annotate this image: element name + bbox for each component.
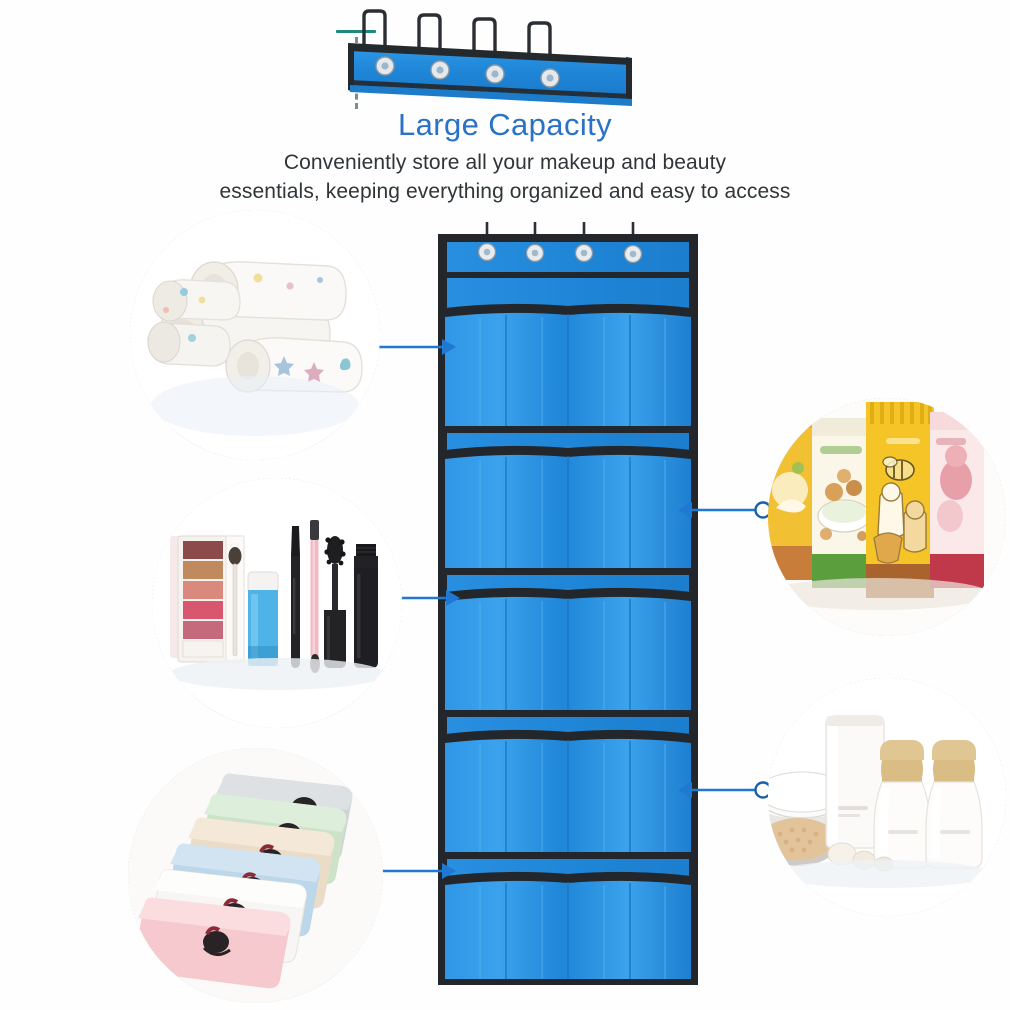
folded-towels-image xyxy=(128,748,383,1003)
pocket-row xyxy=(445,871,691,979)
page-title: Large Capacity xyxy=(397,107,613,142)
callout-3-label: Folded pastel towels with embroidery xyxy=(0,0,1,1)
makeup-set-image xyxy=(152,478,402,728)
pocket-row xyxy=(444,445,692,575)
callout-5-label: Skincare and lotion bottles xyxy=(0,0,1,1)
callout-snack-packets xyxy=(768,398,1006,636)
organizer-trim xyxy=(438,234,698,985)
callout-connector-line xyxy=(676,497,772,523)
callout-4-label: Snack and food packets xyxy=(0,0,1,1)
page-subtitle: Conveniently store all your makeup and b… xyxy=(0,148,1010,206)
toner-bottle xyxy=(925,740,983,869)
callout-folded-pastel-towels xyxy=(128,748,383,1003)
callout-makeup-cosmetics xyxy=(152,478,402,728)
hero-grommet-group xyxy=(375,56,560,88)
brow-pencil xyxy=(310,520,320,673)
mascara-wand xyxy=(324,536,346,668)
organizer-grommet-group xyxy=(477,242,643,264)
pocket-row xyxy=(444,303,692,433)
subtitle-line-1: Conveniently store all your makeup and b… xyxy=(283,151,727,174)
mascara-tube xyxy=(354,544,378,668)
header-seam xyxy=(444,272,692,278)
arrow-right-icon xyxy=(446,590,460,606)
arrow-right-icon xyxy=(442,863,456,879)
arrow-left-icon xyxy=(678,782,692,798)
lotion-bottle xyxy=(873,740,931,869)
heading-block: Large Capacity Conveniently store all yo… xyxy=(0,106,1010,206)
toner-bottle xyxy=(247,571,279,666)
pocket-row xyxy=(444,729,692,859)
callout-connector-line xyxy=(676,777,772,803)
arrow-left-icon xyxy=(678,502,692,518)
over-door-pocket-organizer xyxy=(434,222,702,988)
dimension-bar xyxy=(336,30,376,33)
over-door-hook-group xyxy=(362,9,552,76)
arrow-right-icon xyxy=(442,339,456,355)
subtitle-line-2: essentials, keeping everything organized… xyxy=(219,180,791,203)
skincare-set-image xyxy=(768,678,1006,916)
callout-skincare-set xyxy=(768,678,1006,916)
callout-rolled-muslin-towels xyxy=(130,210,380,460)
pocket-row xyxy=(444,587,692,717)
eyeliner-pen xyxy=(291,526,300,668)
over-door-hook-detail xyxy=(340,0,640,108)
callout-1-label: Rolled muslin baby towels xyxy=(0,0,1,1)
eyeshadow-palette xyxy=(177,535,245,663)
snack-packets-image xyxy=(768,398,1006,636)
rolled-towels-image xyxy=(130,210,380,460)
callout-2-label: Makeup and cosmetics set xyxy=(0,0,1,1)
